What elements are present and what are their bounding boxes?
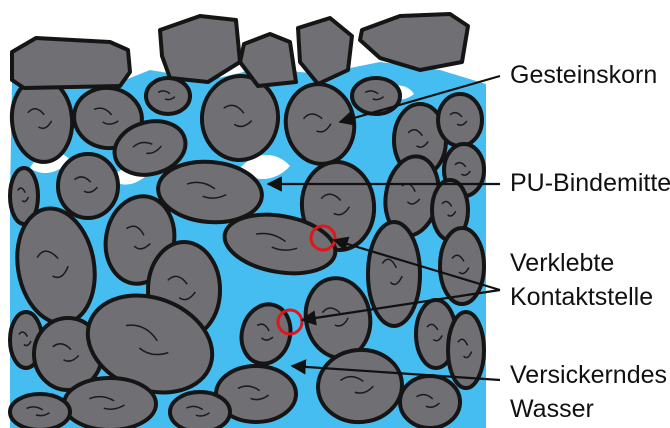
label-contact-line2: Kontaktstelle — [510, 282, 653, 312]
angular-grain — [12, 38, 130, 88]
grain — [438, 94, 482, 146]
label-grain: Gesteinskorn — [510, 60, 657, 90]
grain — [10, 394, 70, 428]
grain — [58, 154, 118, 218]
grain — [400, 376, 460, 428]
label-water-line2: Wasser — [510, 394, 594, 424]
grain — [64, 378, 156, 428]
grain — [352, 78, 400, 114]
angular-grain — [160, 16, 240, 82]
angular-grain — [360, 14, 468, 70]
label-contact-line1: Verklebte — [510, 248, 614, 278]
label-water-line1: Versickerndes — [510, 360, 667, 390]
grain — [170, 392, 230, 428]
grain — [368, 222, 420, 326]
label-binder: PU-Bindemittel — [510, 168, 670, 198]
grain — [146, 78, 190, 114]
